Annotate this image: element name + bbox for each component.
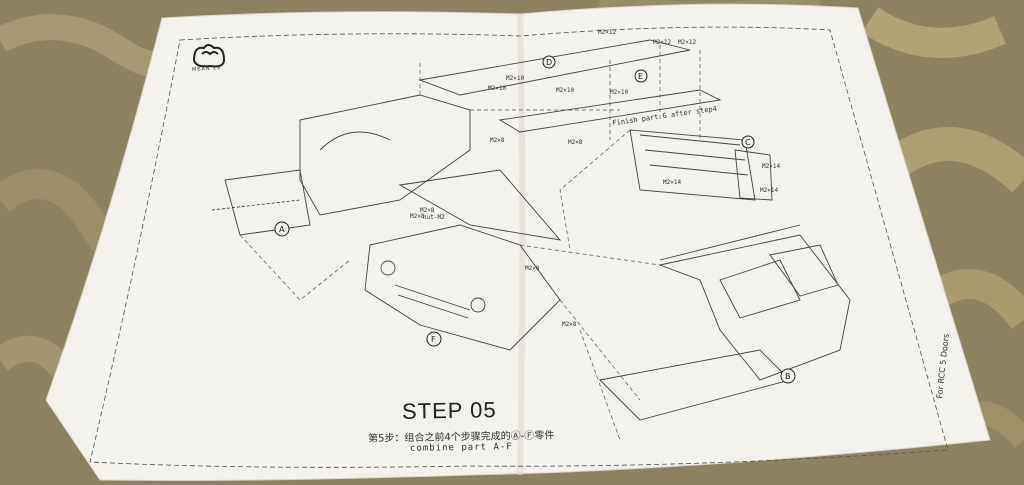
part-f-outline [364,224,561,351]
svg-text:F: F [431,335,436,344]
part-c-outline [629,129,756,201]
screw-label: M2×14 [762,163,780,170]
screw-label: M2×10 [506,75,524,82]
screw-label: M2×8 [420,207,435,214]
screw-label: M2×8 [490,137,505,144]
svg-text:B: B [785,372,791,381]
step-title: STEP 05 [401,397,497,424]
screw-label: M2×10 [556,87,574,94]
svg-text:D: D [546,58,552,67]
paper-sheet [45,3,991,481]
part-label-e: E [634,69,648,83]
screw-label: M2×10 [610,89,628,96]
part-labels: A B C D E F [274,55,796,384]
part-label-d: D [542,55,556,69]
screw-label: M2×12 [678,39,696,46]
screw-label: M2×12 [598,29,616,36]
nut-label: nut-M2 [423,214,445,221]
part-label-f: F [426,331,442,347]
screw-label: M2×12 [653,39,671,46]
svg-text:A: A [279,225,285,234]
svg-text:E: E [638,72,643,81]
screw-label: M2×8 [562,321,577,328]
screw-label: M2×8 [568,139,583,146]
part-b-outline [658,234,851,381]
part-label-a: A [274,221,290,237]
screw-label: M2×14 [663,179,681,186]
screw-label: M2×8 [525,265,540,272]
screw-label: M2×14 [760,187,778,194]
assembly-diagram [211,39,851,441]
instruction-english: combine part A-F [409,442,513,454]
brand-logo-icon [192,44,226,68]
part-label-c: C [741,135,755,149]
screw-callouts: M2×12 M2×12 M2×12 M2×10 M2×10 M2×10 M2×1… [410,29,780,328]
svg-text:C: C [745,138,751,147]
part-label-b: B [780,368,796,384]
screw-label: M2×8 [410,213,425,220]
screw-label: M2×10 [488,85,506,92]
